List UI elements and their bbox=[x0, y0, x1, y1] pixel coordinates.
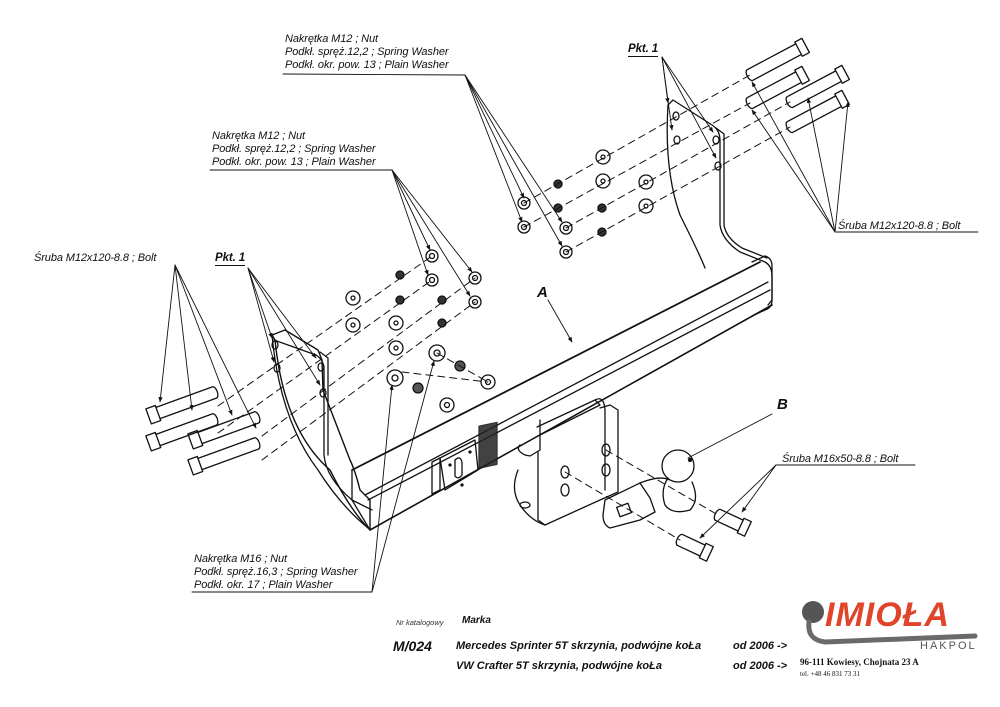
left-pkt-label: Pkt. 1 bbox=[215, 252, 246, 266]
catalog-number-caption: Nr katalogowy bbox=[396, 618, 444, 627]
right-washers-nuts bbox=[517, 149, 654, 259]
bottom-spring-washer-label: Podkł. spręż.16,3 ; Spring Washer bbox=[194, 566, 358, 578]
catalog-number: M/024 bbox=[393, 638, 432, 654]
leader-lines bbox=[158, 56, 979, 593]
right-bolt-callout: Śruba M12x120-8.8 ; Bolt bbox=[838, 220, 961, 232]
mid-plain-washer-label: Podkł. okr. pow. 13 ; Plain Washer bbox=[212, 156, 376, 168]
ball-mount-bracket bbox=[513, 398, 619, 526]
left-mounting-bracket bbox=[271, 329, 373, 531]
company-logo-sub: HAKPOL bbox=[920, 640, 977, 652]
model-row-2: VW Crafter 5T skrzynia, podwójne koŁa bbox=[456, 660, 662, 672]
model-row-1: Mercedes Sprinter 5T skrzynia, podwójne … bbox=[456, 640, 702, 652]
company-address: 96-111 Kowiesy, Chojnata 23 A bbox=[800, 657, 919, 667]
logo-ball-icon bbox=[802, 601, 824, 623]
bottom-nut-label: Nakrętka M16 ; Nut bbox=[194, 553, 287, 565]
crossbeam-a bbox=[351, 255, 773, 531]
tow-ball-b bbox=[602, 449, 697, 529]
mid-spring-washer-label: Podkł. spręż.12,2 ; Spring Washer bbox=[212, 143, 376, 155]
right-mounting-bracket bbox=[666, 99, 773, 306]
right-pkt-label: Pkt. 1 bbox=[628, 43, 659, 57]
company-phone: tel. +48 46 831 73 31 bbox=[800, 670, 860, 678]
model-row-1-year: od 2006 -> bbox=[733, 640, 788, 652]
socket-plate bbox=[431, 421, 498, 495]
company-logo-name: IMIOŁA bbox=[825, 596, 950, 634]
company-logo-swoosh bbox=[802, 601, 978, 645]
assembly-axes bbox=[217, 74, 791, 541]
ball-bolt-callout: Śruba M16x50-8.8 ; Bolt bbox=[782, 453, 899, 465]
part-b-label: B bbox=[777, 396, 788, 413]
top-nut-label: Nakrętka M12 ; Nut bbox=[285, 33, 378, 45]
top-plain-washer-label: Podkł. okr. pow. 13 ; Plain Washer bbox=[285, 59, 449, 71]
brand-caption: Marka bbox=[462, 615, 491, 626]
part-a-label: A bbox=[537, 284, 548, 301]
top-nut-group-callout: Nakrętka M12 ; Nut Podkł. spręż.12,2 ; S… bbox=[285, 33, 449, 72]
bottom-plain-washer-label: Podkł. okr. 17 ; Plain Washer bbox=[194, 579, 333, 591]
top-spring-washer-label: Podkł. spręż.12,2 ; Spring Washer bbox=[285, 46, 449, 58]
left-bolts bbox=[145, 386, 261, 476]
ball-bolts bbox=[675, 508, 752, 562]
model-row-2-year: od 2006 -> bbox=[733, 660, 788, 672]
left-bolt-callout: Śruba M12x120-8.8 ; Bolt bbox=[34, 252, 157, 264]
bottom-nut-group-callout: Nakrętka M16 ; Nut Podkł. spręż.16,3 ; S… bbox=[194, 553, 358, 592]
mid-nut-label: Nakrętka M12 ; Nut bbox=[212, 130, 305, 142]
mid-nut-group-callout: Nakrętka M12 ; Nut Podkł. spręż.12,2 ; S… bbox=[212, 130, 376, 169]
right-bolts bbox=[745, 37, 851, 134]
left-washers-nuts bbox=[345, 249, 496, 413]
